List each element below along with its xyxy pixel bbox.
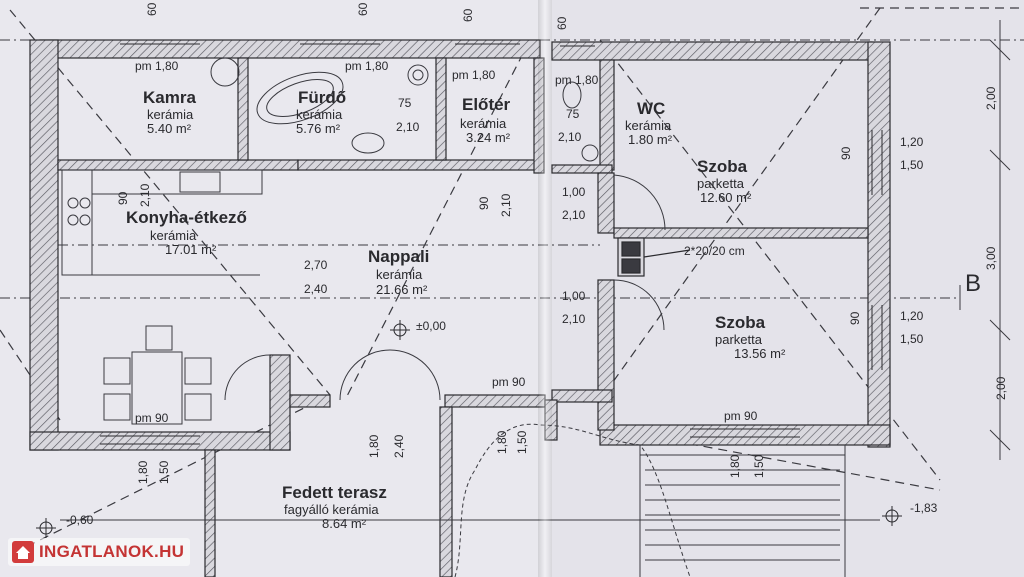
- watermark-text: INGATLANOK.HU: [39, 542, 185, 561]
- dim-bottom-window-2: 1,50: [157, 460, 171, 484]
- room-material-eloter: kerámia: [460, 116, 507, 131]
- roof-lines: [0, 7, 1024, 556]
- room-material-nappali: kerámia: [376, 267, 423, 282]
- door-swings: [224, 174, 666, 401]
- dining-table: [103, 325, 212, 425]
- floor-height-eloter: pm 1,80: [452, 68, 496, 82]
- chimney-size: 2*20/20 cm: [684, 244, 745, 258]
- dim-door-wc-width: 75: [566, 107, 580, 121]
- level-minus-060: -0,60: [66, 513, 94, 527]
- room-area-wc: 1.80 m²: [628, 132, 673, 147]
- room-material-szoba-2: parketta: [715, 332, 762, 347]
- dim-right-1: 2,00: [984, 86, 998, 110]
- dim-door-szoba1-height: 2,10: [562, 208, 586, 222]
- house-icon: [12, 541, 34, 563]
- room-area-konyha: 17.01 m²: [165, 242, 217, 257]
- room-area-nappali: 21.66 m²: [376, 282, 428, 297]
- dim-stair-window-1: 1,80: [728, 454, 742, 478]
- room-material-konyha: kerámia: [150, 228, 197, 243]
- room-name-eloter: Előtér: [462, 95, 511, 114]
- dim-door-szoba1-width: 1,00: [562, 185, 586, 199]
- room-name-furdo: Fürdő: [298, 88, 347, 107]
- dim-opening-height: 2,40: [304, 282, 328, 296]
- chimney: [617, 237, 691, 277]
- dim-szoba1-window-2: 1,20: [900, 135, 924, 149]
- dim-szoba2-window-2: 1,20: [900, 309, 924, 323]
- dim-door-szoba2-width: 1,00: [562, 289, 586, 303]
- level-minus-183: -1,83: [910, 501, 938, 515]
- kitchen-fixtures: [61, 169, 263, 276]
- floor-height-wc: pm 1,80: [555, 73, 599, 87]
- level-zero: ±0,00: [416, 319, 446, 333]
- room-name-wc: WC: [637, 99, 666, 118]
- dim-door-szoba2-height: 2,10: [562, 312, 586, 326]
- section-mark: B: [965, 270, 982, 297]
- room-area-furdo: 5.76 m²: [296, 121, 341, 136]
- dim-door-nappali-2: 1,50: [515, 430, 529, 454]
- bathroom-fixtures: [210, 57, 599, 162]
- dim-kitchen-window-2: 2,10: [138, 183, 152, 207]
- room-material-furdo: kerámia: [296, 107, 343, 122]
- floor-height-konyha: pm 90: [135, 411, 169, 425]
- room-name-szoba-1: Szoba: [697, 157, 748, 176]
- dim-szoba2-window-1: 90: [848, 311, 862, 325]
- floor-height-szoba-2: pm 90: [724, 409, 758, 423]
- watermark-logo: INGATLANOK.HU: [8, 538, 191, 566]
- dim-kitchen-window-1: 90: [116, 191, 130, 205]
- dim-door-furdo-width: 75: [398, 96, 412, 110]
- dim-szoba1-window-1: 90: [839, 146, 853, 160]
- room-name-konyha: Konyha-étkező: [126, 208, 247, 227]
- floor-height-furdo: pm 1,80: [345, 59, 389, 73]
- dim-door-wc-height: 2,10: [558, 130, 582, 144]
- room-area-eloter: 3.24 m²: [466, 130, 511, 145]
- windows: [100, 43, 883, 445]
- axis-lines: [0, 39, 1024, 299]
- room-name-nappali: Nappali: [368, 247, 430, 266]
- room-name-kamra: Kamra: [143, 88, 196, 107]
- stairs: [639, 445, 846, 577]
- room-area-szoba-1: 12.60 m²: [700, 190, 752, 205]
- dim-szoba1-window-3: 1,50: [900, 158, 924, 172]
- dim-bottom-window-1: 1,80: [136, 460, 150, 484]
- walls: [29, 39, 891, 577]
- room-material-szoba-1: parketta: [697, 176, 744, 191]
- room-area-terasz: 8.64 m²: [322, 516, 367, 531]
- room-material-wc: kerámia: [625, 118, 672, 133]
- terrain-line: [454, 423, 691, 577]
- room-name-szoba-2: Szoba: [715, 313, 766, 332]
- room-material-terasz: fagyálló kerámia: [284, 502, 379, 517]
- dim-stair-window-2: 1,50: [752, 454, 766, 478]
- dim-door-nappali-1: 1,80: [495, 430, 509, 454]
- dim-nappali-door-2: 2,10: [499, 193, 513, 217]
- room-material-kamra: kerámia: [147, 107, 194, 122]
- dim-right-3: 2,00: [994, 376, 1008, 400]
- dim-top-1: 60: [145, 2, 159, 16]
- dim-door-furdo-height: 2,10: [396, 120, 420, 134]
- dim-opening-width: 2,70: [304, 258, 328, 272]
- floor-height-kamra: pm 1,80: [135, 59, 179, 73]
- dim-right-2: 3,00: [984, 246, 998, 270]
- dim-szoba2-window-3: 1,50: [900, 332, 924, 346]
- level-markers: [36, 320, 902, 538]
- floor-height-nappali: pm 90: [492, 375, 526, 389]
- paper-fold: [538, 0, 552, 577]
- dim-nappali-door-1: 90: [477, 196, 491, 210]
- dim-terrace-door-2: 2,40: [392, 434, 406, 458]
- room-area-szoba-2: 13.56 m²: [734, 346, 786, 361]
- room-area-kamra: 5.40 m²: [147, 121, 192, 136]
- dim-top-4: 60: [555, 16, 569, 30]
- room-name-terasz: Fedett terasz: [282, 483, 387, 502]
- dim-top-3: 60: [461, 8, 475, 22]
- dim-terrace-door-1: 1,80: [367, 434, 381, 458]
- dim-top-2: 60: [356, 2, 370, 16]
- dimension-lines: [60, 20, 1011, 521]
